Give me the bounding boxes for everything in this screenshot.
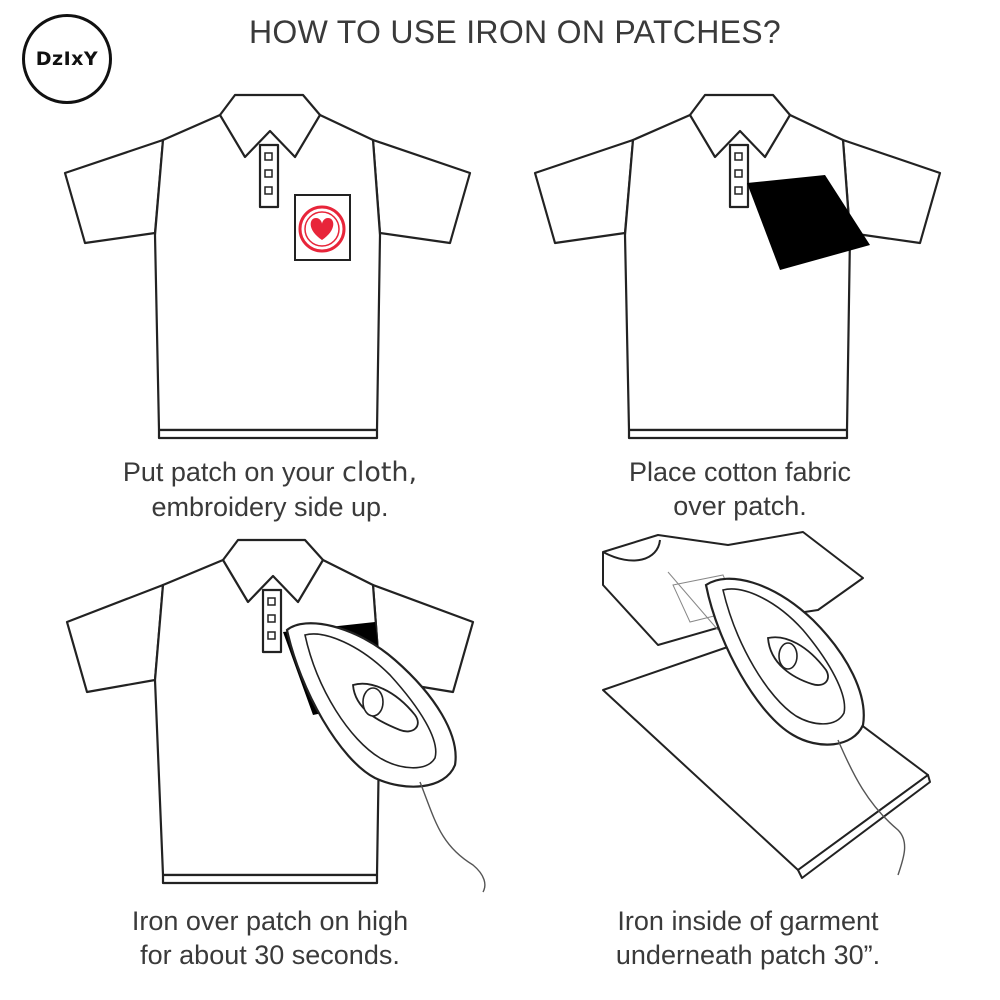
iron-icon xyxy=(704,577,906,876)
cotton-fabric-icon xyxy=(747,175,870,270)
step-1-caption-cloth: cloth, xyxy=(341,457,418,488)
step-2-caption: Place cotton fabric over patch. xyxy=(540,455,940,523)
step-1-caption: Put patch on your cloth, embroidery side… xyxy=(70,455,470,524)
step-4-illustration xyxy=(602,531,931,879)
step-3-caption-line-1: Iron over patch on high xyxy=(131,906,409,936)
polo-shirt-icon xyxy=(63,93,472,440)
step-1-caption-line-2: embroidery side up. xyxy=(151,492,389,522)
brand-logo-text: DzIxY xyxy=(35,48,99,70)
heart-patch-icon xyxy=(298,205,346,253)
step-3-caption-line-2: for about 30 seconds. xyxy=(140,940,400,970)
step-2-caption-line-1: Place cotton fabric xyxy=(628,457,852,487)
step-3-caption: Iron over patch on high for about 30 sec… xyxy=(70,904,470,972)
step-2-illustration xyxy=(533,93,942,440)
step-1-caption-line-1: Put patch on your cloth, xyxy=(70,455,470,490)
step-1-illustration xyxy=(63,93,472,440)
page-title: HOW TO USE IRON ON PATCHES? xyxy=(248,14,782,50)
polo-shirt-icon xyxy=(533,93,942,440)
brand-logo: DzIxY xyxy=(22,14,112,104)
step-2-caption-line-2: over patch. xyxy=(673,491,807,521)
step-1-caption-text: Put patch on your xyxy=(122,457,342,487)
step-4-caption: Iron inside of garment underneath patch … xyxy=(548,904,948,972)
step-3-illustration xyxy=(65,538,486,893)
step-4-caption-line-1: Iron inside of garment xyxy=(617,906,879,936)
iron-icon xyxy=(285,622,486,893)
step-4-caption-line-2: underneath patch 30”. xyxy=(615,940,881,970)
